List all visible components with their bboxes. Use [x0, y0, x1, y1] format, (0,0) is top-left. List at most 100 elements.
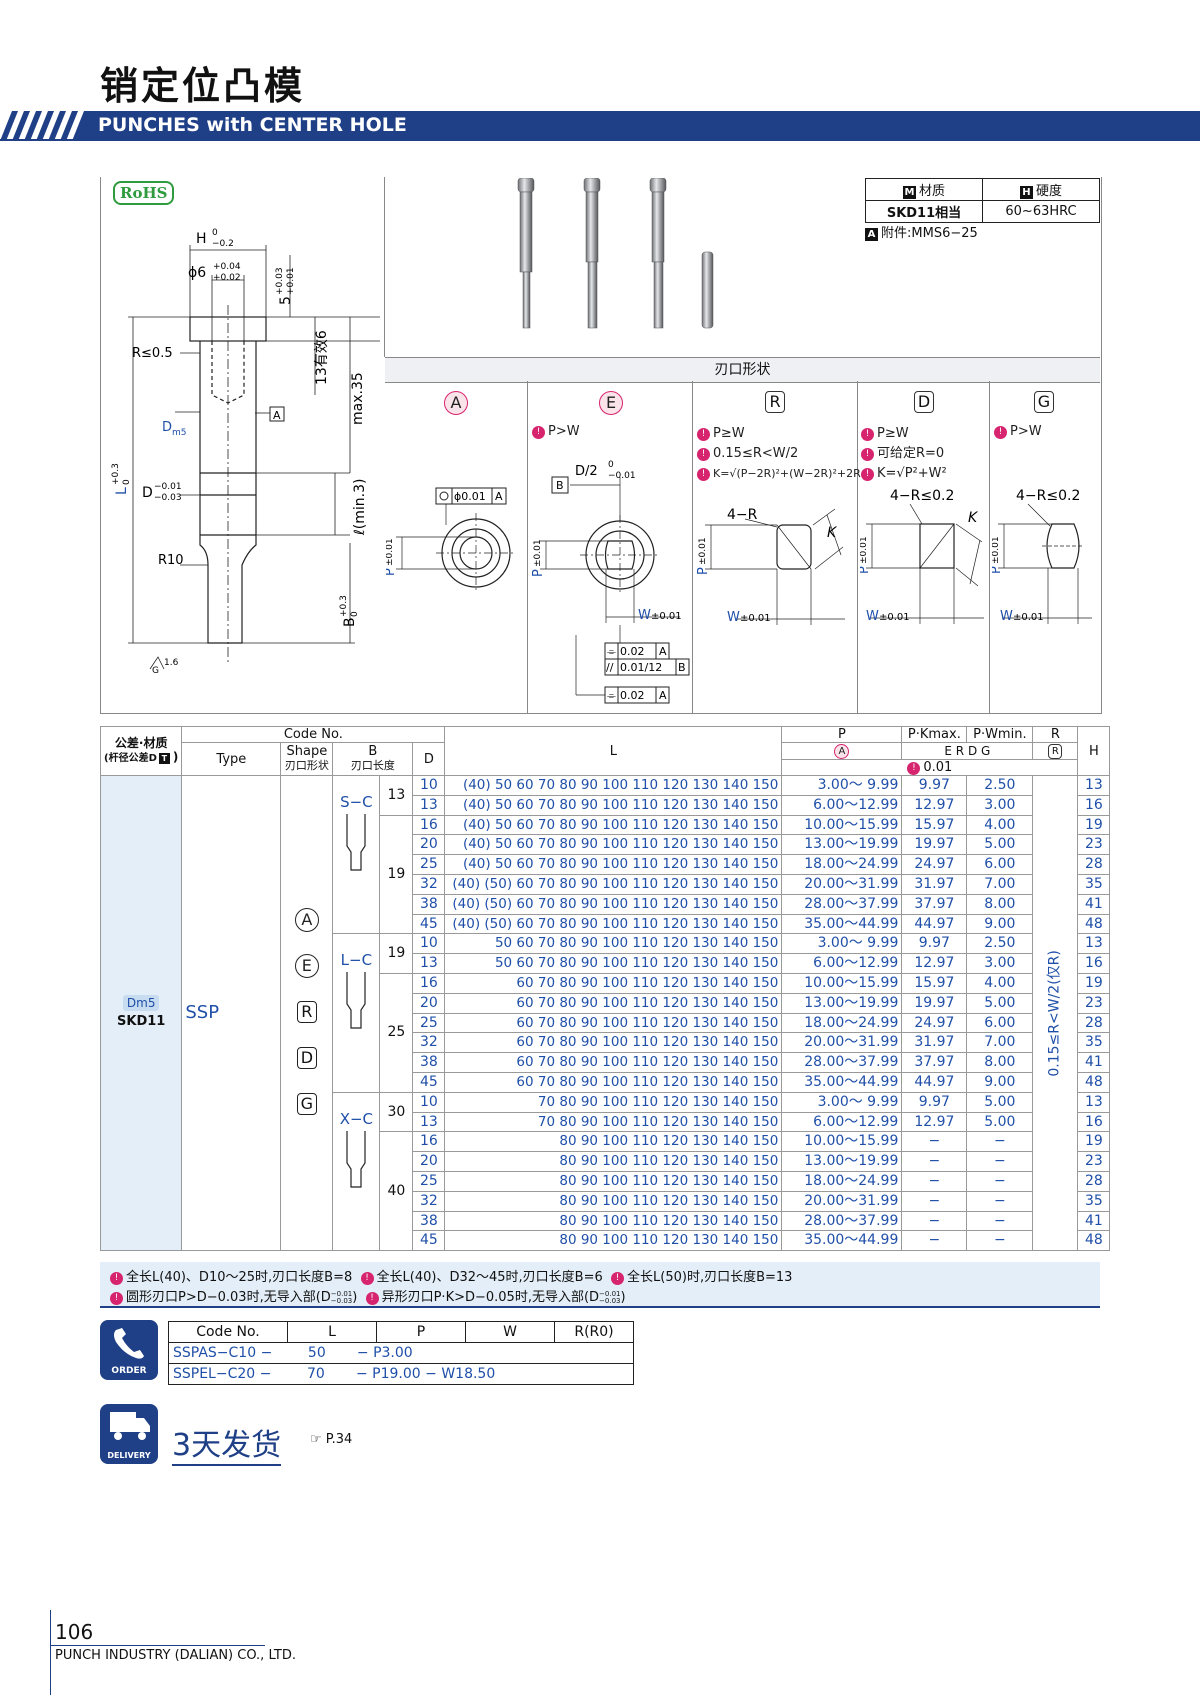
pk-cell: 15.97 — [901, 814, 968, 836]
thirteen-dim-label: 13有效6 — [314, 330, 330, 385]
h-cell: 16 — [1077, 953, 1111, 974]
accessory-icon: A — [865, 228, 878, 241]
pk-cell: 24.97 — [901, 854, 968, 875]
pw-cell: − — [966, 1131, 1034, 1153]
material-icon: M — [902, 186, 916, 199]
h-cell: 23 — [1077, 834, 1111, 856]
five-tol-dn: +0.01 — [286, 267, 296, 295]
delivery-page-ref[interactable]: ☞ P.34 — [310, 1432, 353, 1447]
r-range-cell: 0.15≤R<W/2(仅R) — [1032, 774, 1079, 1252]
footnote-rule — [100, 1306, 1100, 1308]
l-cell: 80 90 100 110 120 130 140 150 — [444, 1230, 783, 1252]
d-cell: 32 — [412, 1032, 446, 1054]
series-cell: X−C — [332, 1091, 381, 1252]
l-cell: (40) 50 60 70 80 90 100 110 120 130 140 … — [444, 794, 783, 816]
p-cell: 13.00〜19.99 — [781, 1151, 903, 1172]
hdr-shape-sub: 刃口形状 — [284, 759, 329, 772]
p-cell: 10.00〜15.99 — [781, 972, 903, 994]
hdr-p: P — [781, 726, 903, 743]
h-cell: 41 — [1077, 893, 1111, 915]
pk-cell: 37.97 — [901, 893, 968, 915]
pw-cell: 9.00 — [966, 913, 1034, 935]
l-cell: (40) 50 60 70 80 90 100 110 120 130 140 … — [444, 834, 783, 856]
material-label: SKD11 — [117, 1014, 166, 1030]
figure-frame — [100, 177, 1102, 714]
d-cell: 20 — [412, 992, 446, 1014]
footer-rule-horizontal — [50, 1645, 265, 1646]
shape-a-tol-ref: A — [495, 490, 503, 503]
p-cell: 28.00〜37.99 — [781, 1052, 903, 1073]
shape-e-w: W — [638, 608, 651, 623]
h-cell: 35 — [1077, 1032, 1111, 1054]
order-hdr-code: Code No. — [168, 1321, 288, 1343]
shape-r-w-tol: ±0.01 — [740, 613, 771, 624]
shape-a-p: P — [386, 568, 398, 576]
d-cell: 32 — [412, 1190, 446, 1212]
h-cell: 35 — [1077, 873, 1111, 895]
shape-e-d2: D/2 — [575, 464, 598, 479]
shape-a-tol: ϕ0.01 — [454, 490, 486, 503]
hdr-type: Type — [181, 742, 282, 776]
page-number: 106 — [55, 1620, 94, 1644]
shape-a-marker: A — [294, 908, 319, 933]
d-cell: 10 — [412, 775, 446, 796]
shape-d-notes: !P≥W !可给定R=0 !K=√P²+W² — [861, 424, 947, 484]
svg-text:0.02: 0.02 — [620, 689, 645, 702]
pk-cell: − — [901, 1131, 968, 1153]
product-photo — [517, 178, 714, 329]
svg-text:0.02: 0.02 — [620, 645, 645, 658]
l-cell: (40) (50) 60 70 80 90 100 110 120 130 14… — [444, 893, 783, 915]
d-cell: 32 — [412, 873, 446, 895]
pw-cell: − — [966, 1190, 1034, 1212]
hdr-l: L — [444, 726, 783, 776]
h-cell: 16 — [1077, 794, 1111, 816]
table-row: 20(40) 50 60 70 80 90 100 110 120 130 14… — [101, 834, 1111, 856]
d-cell: 16 — [412, 972, 446, 994]
dm5-label: D — [162, 420, 172, 435]
pk-cell: 12.97 — [901, 794, 968, 816]
l-cell: (40) (50) 60 70 80 90 100 110 120 130 14… — [444, 913, 783, 935]
dm5-sub: m5 — [172, 428, 187, 438]
pw-cell: 7.00 — [966, 873, 1034, 895]
l-cell: 60 70 80 90 100 110 120 130 140 150 — [444, 992, 783, 1014]
b-length-cell: 19 — [379, 814, 414, 935]
p-cell: 10.00〜15.99 — [781, 1131, 903, 1153]
footnote-4: 圆形刃口P>D−0.03时,无导入部(D — [126, 1290, 331, 1305]
r10-label: R10 — [158, 553, 184, 568]
b-tol-dn: 0 — [350, 611, 360, 617]
p-cell: 10.00〜15.99 — [781, 814, 903, 836]
footnotes: !全长L(40)、D10〜25时,刃口长度B=8 !全长L(40)、D32〜45… — [100, 1262, 1100, 1306]
series-label: S−C — [340, 793, 373, 811]
l-cell: 60 70 80 90 100 110 120 130 140 150 — [444, 1052, 783, 1073]
material-value: SKD11相当 — [865, 200, 983, 223]
page-title: 销定位凸模 — [100, 64, 306, 108]
p-cell: 3.00〜 9.99 — [781, 1091, 903, 1113]
order-row-1: SSPAS−C10 − 50 − P3.00 — [168, 1342, 634, 1364]
pw-cell: 5.00 — [966, 992, 1034, 1014]
series-cell: L−C — [332, 933, 381, 1093]
shape-a-label: A — [444, 391, 468, 415]
h-cell: 19 — [1077, 814, 1111, 836]
pk-cell: − — [901, 1170, 968, 1192]
hdr-r-shape-icon: R — [1048, 744, 1063, 759]
shape-divider — [989, 381, 990, 713]
d-dim-label: D — [142, 485, 153, 501]
series-profile-icon — [346, 1130, 366, 1188]
five-dim-label: 5 — [278, 296, 294, 305]
pw-cell: − — [966, 1210, 1034, 1232]
h-cell: 41 — [1077, 1052, 1111, 1073]
d-cell: 10 — [412, 1091, 446, 1113]
b-length-cell: 19 — [379, 933, 414, 974]
shape-r-notes: !P≥W !0.15≤R<W/2 !K=√(P−2R)²+(W−2R)²+2R — [697, 424, 861, 484]
shape-r-p: P — [696, 567, 711, 575]
pw-cell: 9.00 — [966, 1071, 1034, 1093]
l-dim-label: L — [114, 487, 130, 495]
pw-cell: 6.00 — [966, 1012, 1034, 1034]
